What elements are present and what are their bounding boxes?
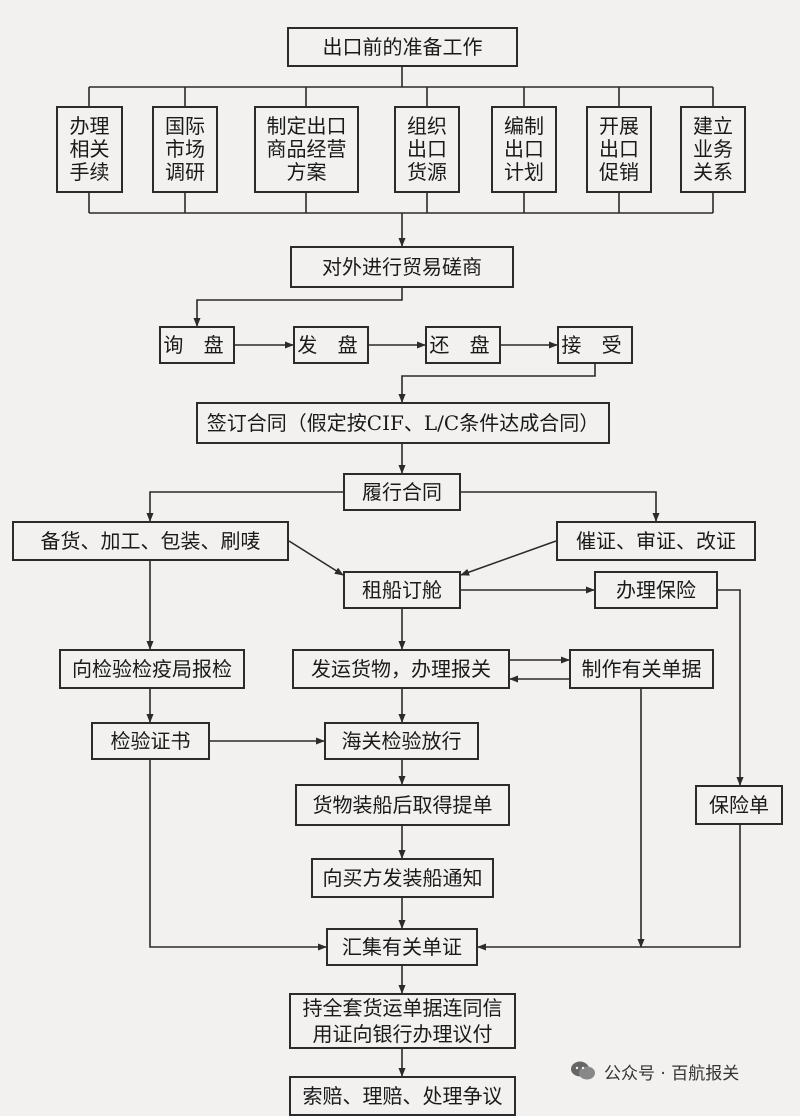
arrow-to-sign (398, 364, 596, 403)
node-claims: 索赔、理赔、处理争议 (289, 1076, 516, 1116)
node-book-shipping: 租船订舱 (343, 571, 461, 609)
wechat-icon (571, 1061, 595, 1080)
node-sign-contract: 签订合同（假定按CIF、L/C条件达成合同） (196, 402, 610, 444)
node-collect-documents: 汇集有关单证 (326, 928, 478, 966)
node-insurance-policy: 保险单 (695, 785, 783, 825)
node-counter-offer: 还 盘 (425, 326, 501, 364)
arrow-to-policy (718, 589, 744, 786)
watermark-text: 公众号 · 百航报关 (604, 1063, 740, 1084)
arrow-policy-to-collect (477, 825, 741, 951)
arrow-goods-to-booking (288, 540, 344, 576)
arrow-to-lc (461, 491, 660, 522)
arrow-to-prepare-goods (146, 491, 343, 522)
node-bill-of-lading: 货物装船后取得提单 (295, 784, 510, 826)
node-inspection-certificate: 检验证书 (91, 722, 210, 760)
node-business-relations: 建立 业务 关系 (680, 106, 746, 193)
node-inspection-application: 向检验检疫局报检 (59, 649, 245, 689)
node-negotiation: 对外进行贸易磋商 (290, 246, 514, 288)
node-customs-release: 海关检验放行 (324, 722, 479, 760)
node-lc-check: 催证、审证、改证 (556, 521, 756, 561)
node-prepare-goods: 备货、加工、包装、刷唛 (12, 521, 289, 561)
node-inquiry: 询 盘 (159, 326, 235, 364)
arrow-lc-to-booking (460, 540, 557, 576)
node-promotion: 开展 出口 促销 (586, 106, 652, 193)
node-perform-contract: 履行合同 (343, 473, 461, 511)
node-export-plan: 编制 出口 计划 (491, 106, 557, 193)
node-prep: 出口前的准备工作 (287, 27, 518, 67)
arrow-to-inquiry (193, 288, 403, 327)
node-market-research: 国际 市场 调研 (152, 106, 218, 193)
node-handle-procedures: 办理 相关 手续 (56, 106, 123, 193)
node-offer: 发 盘 (293, 326, 369, 364)
node-shipping-notice: 向买方发装船通知 (311, 858, 494, 898)
node-insurance: 办理保险 (594, 571, 718, 609)
node-prepare-documents: 制作有关单据 (569, 649, 714, 689)
arrow-cert-to-collect (149, 760, 327, 951)
node-bank-negotiation: 持全套货运单据连同信 用证向银行办理议付 (289, 993, 516, 1049)
node-ship-customs: 发运货物，办理报关 (292, 649, 510, 689)
node-acceptance: 接 受 (557, 326, 633, 364)
watermark: 公众号 · 百航报关 (570, 1057, 739, 1085)
node-business-plan: 制定出口 商品经营 方案 (254, 106, 359, 193)
node-organize-supply: 组织 出口 货源 (394, 106, 460, 193)
